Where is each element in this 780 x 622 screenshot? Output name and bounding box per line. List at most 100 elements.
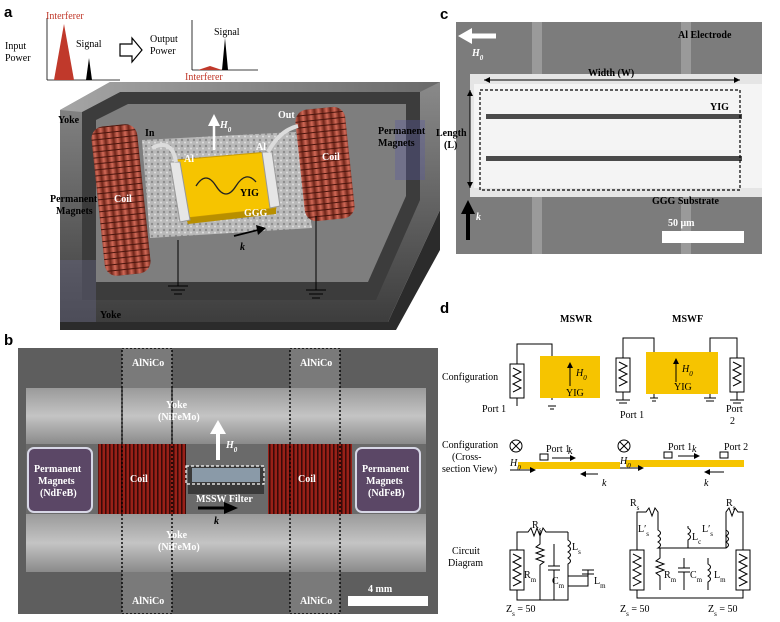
length-label-c-1: Length: [436, 128, 467, 139]
c-rs-a: Rs: [532, 520, 542, 534]
cross-section-mswf: [617, 439, 744, 475]
row-configuration-label: Configuration: [442, 372, 498, 383]
alnico-br-label: AlNiCo: [300, 596, 332, 607]
yoke-bottom-b-label-1: Yoke: [166, 530, 188, 541]
panel-d-schematics: MSWR MSWF Configuration Configuration (C…: [442, 314, 751, 618]
k-cs-a1: k: [568, 446, 573, 457]
panel-c-sem-image: H0 Al Electrode Width (W) Length (L) YIG…: [456, 22, 762, 254]
output-power-label-2: Power: [150, 46, 176, 57]
signal-output-label: Signal: [214, 27, 240, 38]
permanent-magnets-right-label-2: Magnets: [378, 138, 415, 149]
cs-port1-b: Port 1: [668, 442, 692, 453]
coil-right-label: Coil: [322, 152, 340, 163]
coil-right-shape: [295, 106, 355, 222]
h0-config-b: H0: [681, 364, 693, 378]
coil-left-shape: [91, 124, 151, 276]
cs-port1-a: Port 1: [546, 444, 570, 455]
c-lm-b: Lm: [714, 570, 726, 584]
k-label-b: k: [214, 516, 219, 527]
port2-config-b-1: Port: [726, 404, 743, 415]
port1-config-a: Port 1: [482, 404, 506, 415]
al-right-label: Al: [256, 142, 266, 153]
panel-letter-d: d: [440, 300, 450, 317]
signal-input-label: Signal: [76, 39, 102, 50]
h0-label-c: H0: [471, 48, 484, 62]
al-left-label: Al: [184, 154, 194, 165]
width-label: Width (W): [588, 68, 634, 79]
yoke-top-label: Yoke: [58, 115, 80, 126]
output-spectrum: [191, 20, 258, 71]
panel-a-device-illustration: Input Power Interferer Signal Output Pow…: [5, 11, 440, 330]
panel-letter-a: a: [4, 4, 13, 21]
c-ls-b2: L′s: [702, 524, 713, 538]
yoke-bottom-label: Yoke: [100, 310, 122, 321]
mssw-filter-label: MSSW Filter: [196, 494, 253, 505]
permanent-magnets-left-label-1: Permanent: [50, 194, 98, 205]
alnico-tr-label: AlNiCo: [300, 358, 332, 369]
h0-cs-a: H0: [509, 458, 521, 472]
c-lc-b: Lc: [692, 532, 701, 546]
transform-arrow-icon: [119, 36, 143, 64]
magnets-left-b-label-2: Magnets: [38, 476, 75, 487]
c-ls-a: Ls: [572, 542, 581, 556]
input-power-label-1: Input: [5, 41, 26, 52]
yig-label-a: YIG: [240, 188, 259, 199]
yig-config-a: YIG: [566, 388, 584, 399]
zs-b2: Zs = 50: [708, 604, 737, 618]
zs-b1: Zs = 50: [620, 604, 649, 618]
h0-label-b: H0: [225, 440, 238, 454]
magnets-right-b-label-3: (NdFeB): [368, 488, 405, 499]
permanent-magnets-left-label-2: Magnets: [56, 206, 93, 217]
c-rm-a: Rm: [524, 570, 537, 584]
coil-left-b-label: Coil: [130, 474, 148, 485]
port1-config-b: Port 1: [620, 410, 644, 421]
row-cross-label-3: section View): [442, 464, 497, 475]
c-ls-b1: L′s: [638, 524, 649, 538]
magnets-left-b-label-1: Permanent: [34, 464, 82, 475]
yig-config-b: YIG: [674, 382, 692, 393]
k-cs-a2: k: [602, 478, 607, 489]
panel-letter-b: b: [4, 332, 14, 349]
circuit-mswf: [629, 506, 751, 599]
magnets-left-b-label-3: (NdFeB): [40, 488, 77, 499]
k-label-c: k: [476, 212, 481, 223]
scale-label-c: 50 μm: [668, 218, 695, 229]
input-spectrum: [46, 18, 120, 81]
panel-b-photo: AlNiCo AlNiCo AlNiCo AlNiCo Yoke (NiFeMo…: [18, 348, 438, 614]
c-rs-b1: Rs: [630, 498, 640, 512]
interferer-output-label: Interferer: [185, 72, 223, 83]
h0-label-a: H0: [219, 120, 232, 134]
yoke-top-b-label-1: Yoke: [166, 400, 188, 411]
row-cross-label-2: (Cross-: [452, 452, 481, 463]
magnets-right-b-label-2: Magnets: [366, 476, 403, 487]
output-power-label-1: Output: [150, 34, 178, 45]
c-cm-b: Cm: [690, 570, 703, 584]
panel-letter-c: c: [440, 6, 449, 23]
coil-left-label: Coil: [114, 194, 132, 205]
alnico-bl-label: AlNiCo: [132, 596, 164, 607]
h0-config-a: H0: [575, 368, 587, 382]
c-lm-a: Lm: [594, 576, 606, 590]
row-cross-label-1: Configuration: [442, 440, 498, 451]
row-circuit-label-1: Circuit: [452, 546, 480, 557]
ggg-label-a: GGG: [244, 208, 268, 219]
c-rm-b: Rm: [664, 570, 677, 584]
length-label-c-2: (L): [444, 140, 458, 151]
interferer-input-label: Interferer: [46, 11, 84, 22]
yoke-bottom-b-label-2: (NiFeMo): [158, 542, 200, 553]
port2-config-b-2: 2: [730, 416, 735, 427]
ground-right-icon: [306, 216, 326, 299]
scale-label-b: 4 mm: [368, 584, 393, 595]
c-cm-a: Cm: [552, 576, 565, 590]
k-cs-b2: k: [704, 478, 709, 489]
row-circuit-label-2: Diagram: [448, 558, 483, 569]
yig-label-c: YIG: [710, 102, 729, 113]
alnico-tl-label: AlNiCo: [132, 358, 164, 369]
zs-a: Zs = 50: [506, 604, 535, 618]
k-cs-b1: k: [692, 444, 697, 455]
ggg-substrate-label: GGG Substrate: [652, 196, 720, 207]
mswf-heading: MSWF: [672, 314, 703, 325]
out-label: Out: [278, 110, 295, 121]
input-power-label-2: Power: [5, 53, 31, 64]
coil-right-b-label: Coil: [298, 474, 316, 485]
